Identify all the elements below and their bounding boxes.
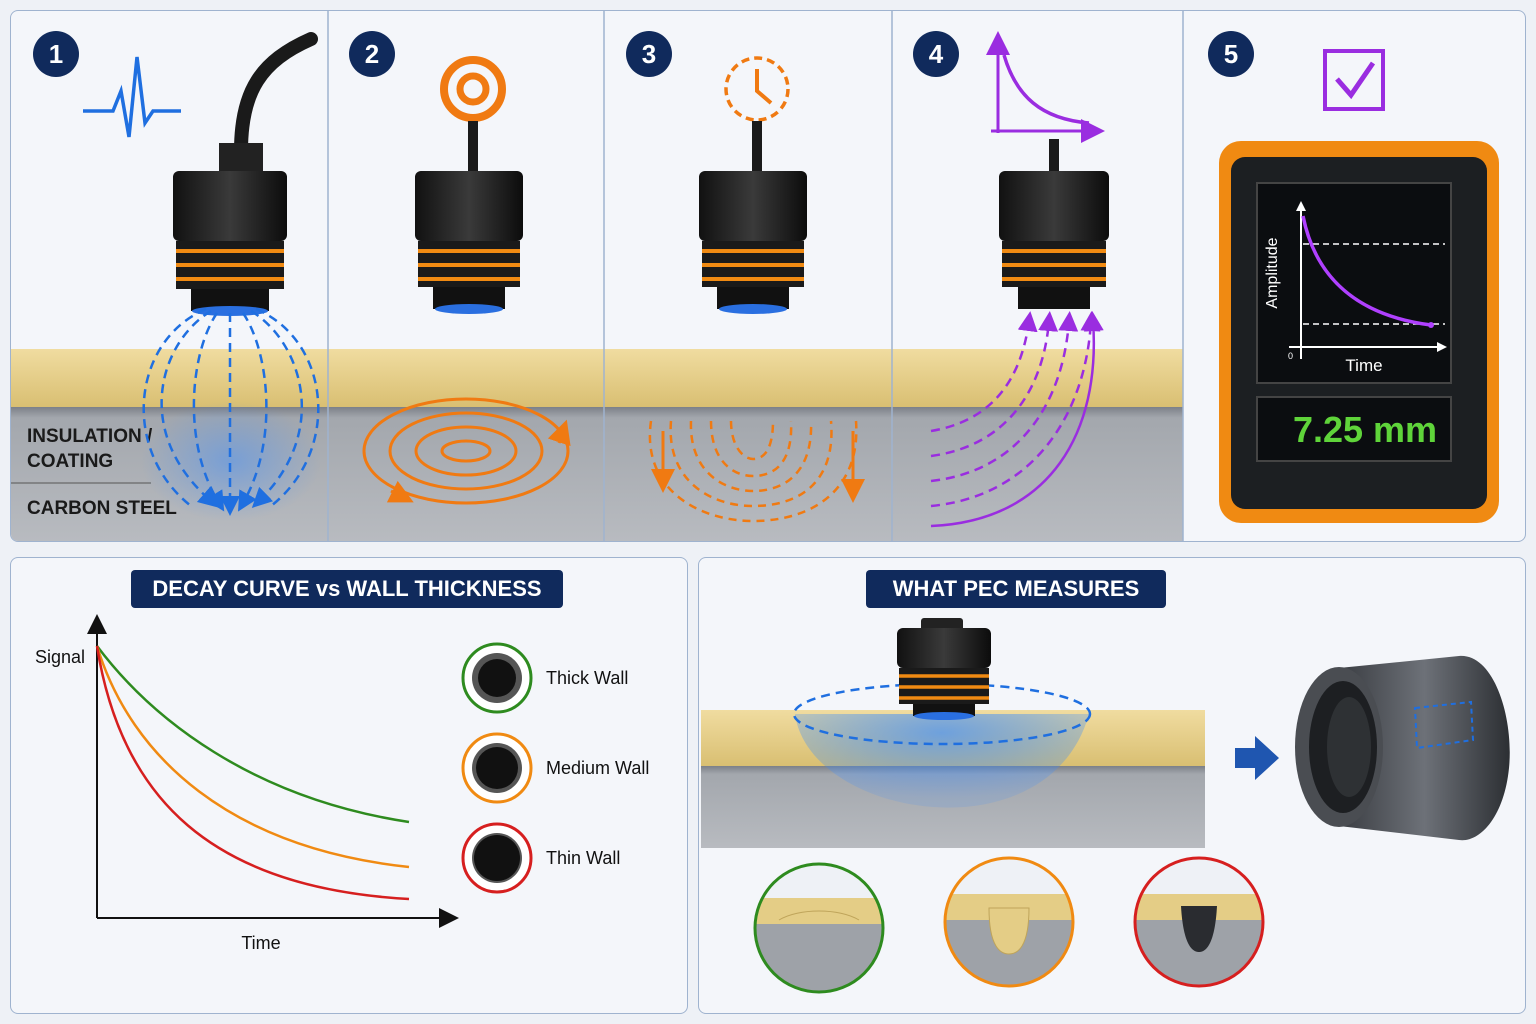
insulation-label-line1: INSULATION / — [27, 426, 153, 447]
device-y-axis-label: Amplitude — [1264, 237, 1281, 308]
pipe-section — [1295, 655, 1510, 841]
legend-thin-wall-label: Thin Wall — [546, 848, 620, 868]
step-4-number: 4 — [929, 39, 944, 69]
step-2-number: 2 — [365, 39, 379, 69]
step-5-number: 5 — [1224, 39, 1238, 69]
defect-general-wall-loss — [753, 862, 885, 994]
process-steps-panel: INSULATION / COATING CARBON STEEL 1 2 — [10, 10, 1526, 542]
device-x-axis-label: Time — [1345, 356, 1382, 375]
insulation-label-line2: COATING — [27, 451, 113, 472]
thin-wall-curve — [95, 645, 410, 901]
pec-probe — [897, 618, 991, 720]
defect-deep-pit — [1133, 856, 1265, 988]
legend-thin-wall: Thin Wall — [461, 822, 620, 894]
step-3: 3 — [626, 31, 865, 523]
step-2: 2 — [349, 31, 571, 505]
probe-body — [999, 171, 1109, 241]
device-origin-label: 0 — [1288, 351, 1293, 361]
legend-medium-wall: Medium Wall — [461, 732, 649, 804]
step-4: 4 — [913, 31, 1109, 528]
decay-curve-icon — [986, 31, 1105, 143]
step-2-badge — [349, 31, 395, 77]
thickness-reading: 7.25 mm — [1293, 409, 1437, 450]
x-axis-label: Time — [241, 933, 280, 953]
decay-panel-title: DECAY CURVE vs WALL THICKNESS — [131, 570, 563, 608]
step-4-badge — [913, 31, 959, 77]
pec-measures-illustration — [701, 618, 1510, 994]
carbon-steel-label: CARBON STEEL — [27, 498, 177, 519]
step-3-badge — [626, 31, 672, 77]
eddy-current-rings — [362, 397, 571, 505]
step-1: 1 — [33, 31, 321, 521]
inspection-footprint — [795, 714, 1089, 808]
process-steps-illustration: INSULATION / COATING CARBON STEEL 1 2 — [11, 11, 1499, 541]
probe-cable — [234, 32, 318, 158]
checkbox-icon — [1323, 49, 1385, 111]
thick-wall-curve — [96, 645, 410, 824]
decay-curve-panel: DECAY CURVE vs WALL THICKNESS Signal Tim… — [10, 557, 688, 1014]
step-1-number: 1 — [49, 39, 63, 69]
diffusing-eddy-currents — [648, 420, 858, 523]
decay-curve-chart: Signal Time Thick Wall Medium Wall Thin … — [35, 614, 649, 953]
legend-medium-wall-label: Medium Wall — [546, 758, 649, 778]
defect-localized-pit — [943, 856, 1075, 988]
probe-body — [415, 171, 523, 241]
probe-body — [699, 171, 807, 241]
decaying-field-lines — [930, 311, 1104, 528]
legend-thick-wall: Thick Wall — [461, 642, 628, 714]
pec-measures-panel: WHAT PEC MEASURES — [698, 557, 1526, 1014]
probe-body — [173, 171, 287, 241]
medium-wall-curve — [95, 645, 410, 869]
step-1-badge — [33, 31, 79, 77]
right-arrow-icon — [1235, 736, 1279, 780]
pec-tablet-device: Amplitude Time 0 7.25 mm — [1219, 141, 1499, 523]
step-3-number: 3 — [642, 39, 656, 69]
legend-thick-wall-label: Thick Wall — [546, 668, 628, 688]
y-axis-label: Signal — [35, 647, 85, 667]
target-rings-icon — [440, 56, 506, 122]
clock-icon — [724, 56, 790, 122]
insulation-layer — [11, 349, 1183, 407]
pec-panel-title: WHAT PEC MEASURES — [866, 570, 1166, 608]
step-5: 5 Amplitude Time 0 7.25 mm — [1208, 31, 1499, 523]
step-5-badge — [1208, 31, 1254, 77]
pulse-icon — [83, 56, 181, 138]
